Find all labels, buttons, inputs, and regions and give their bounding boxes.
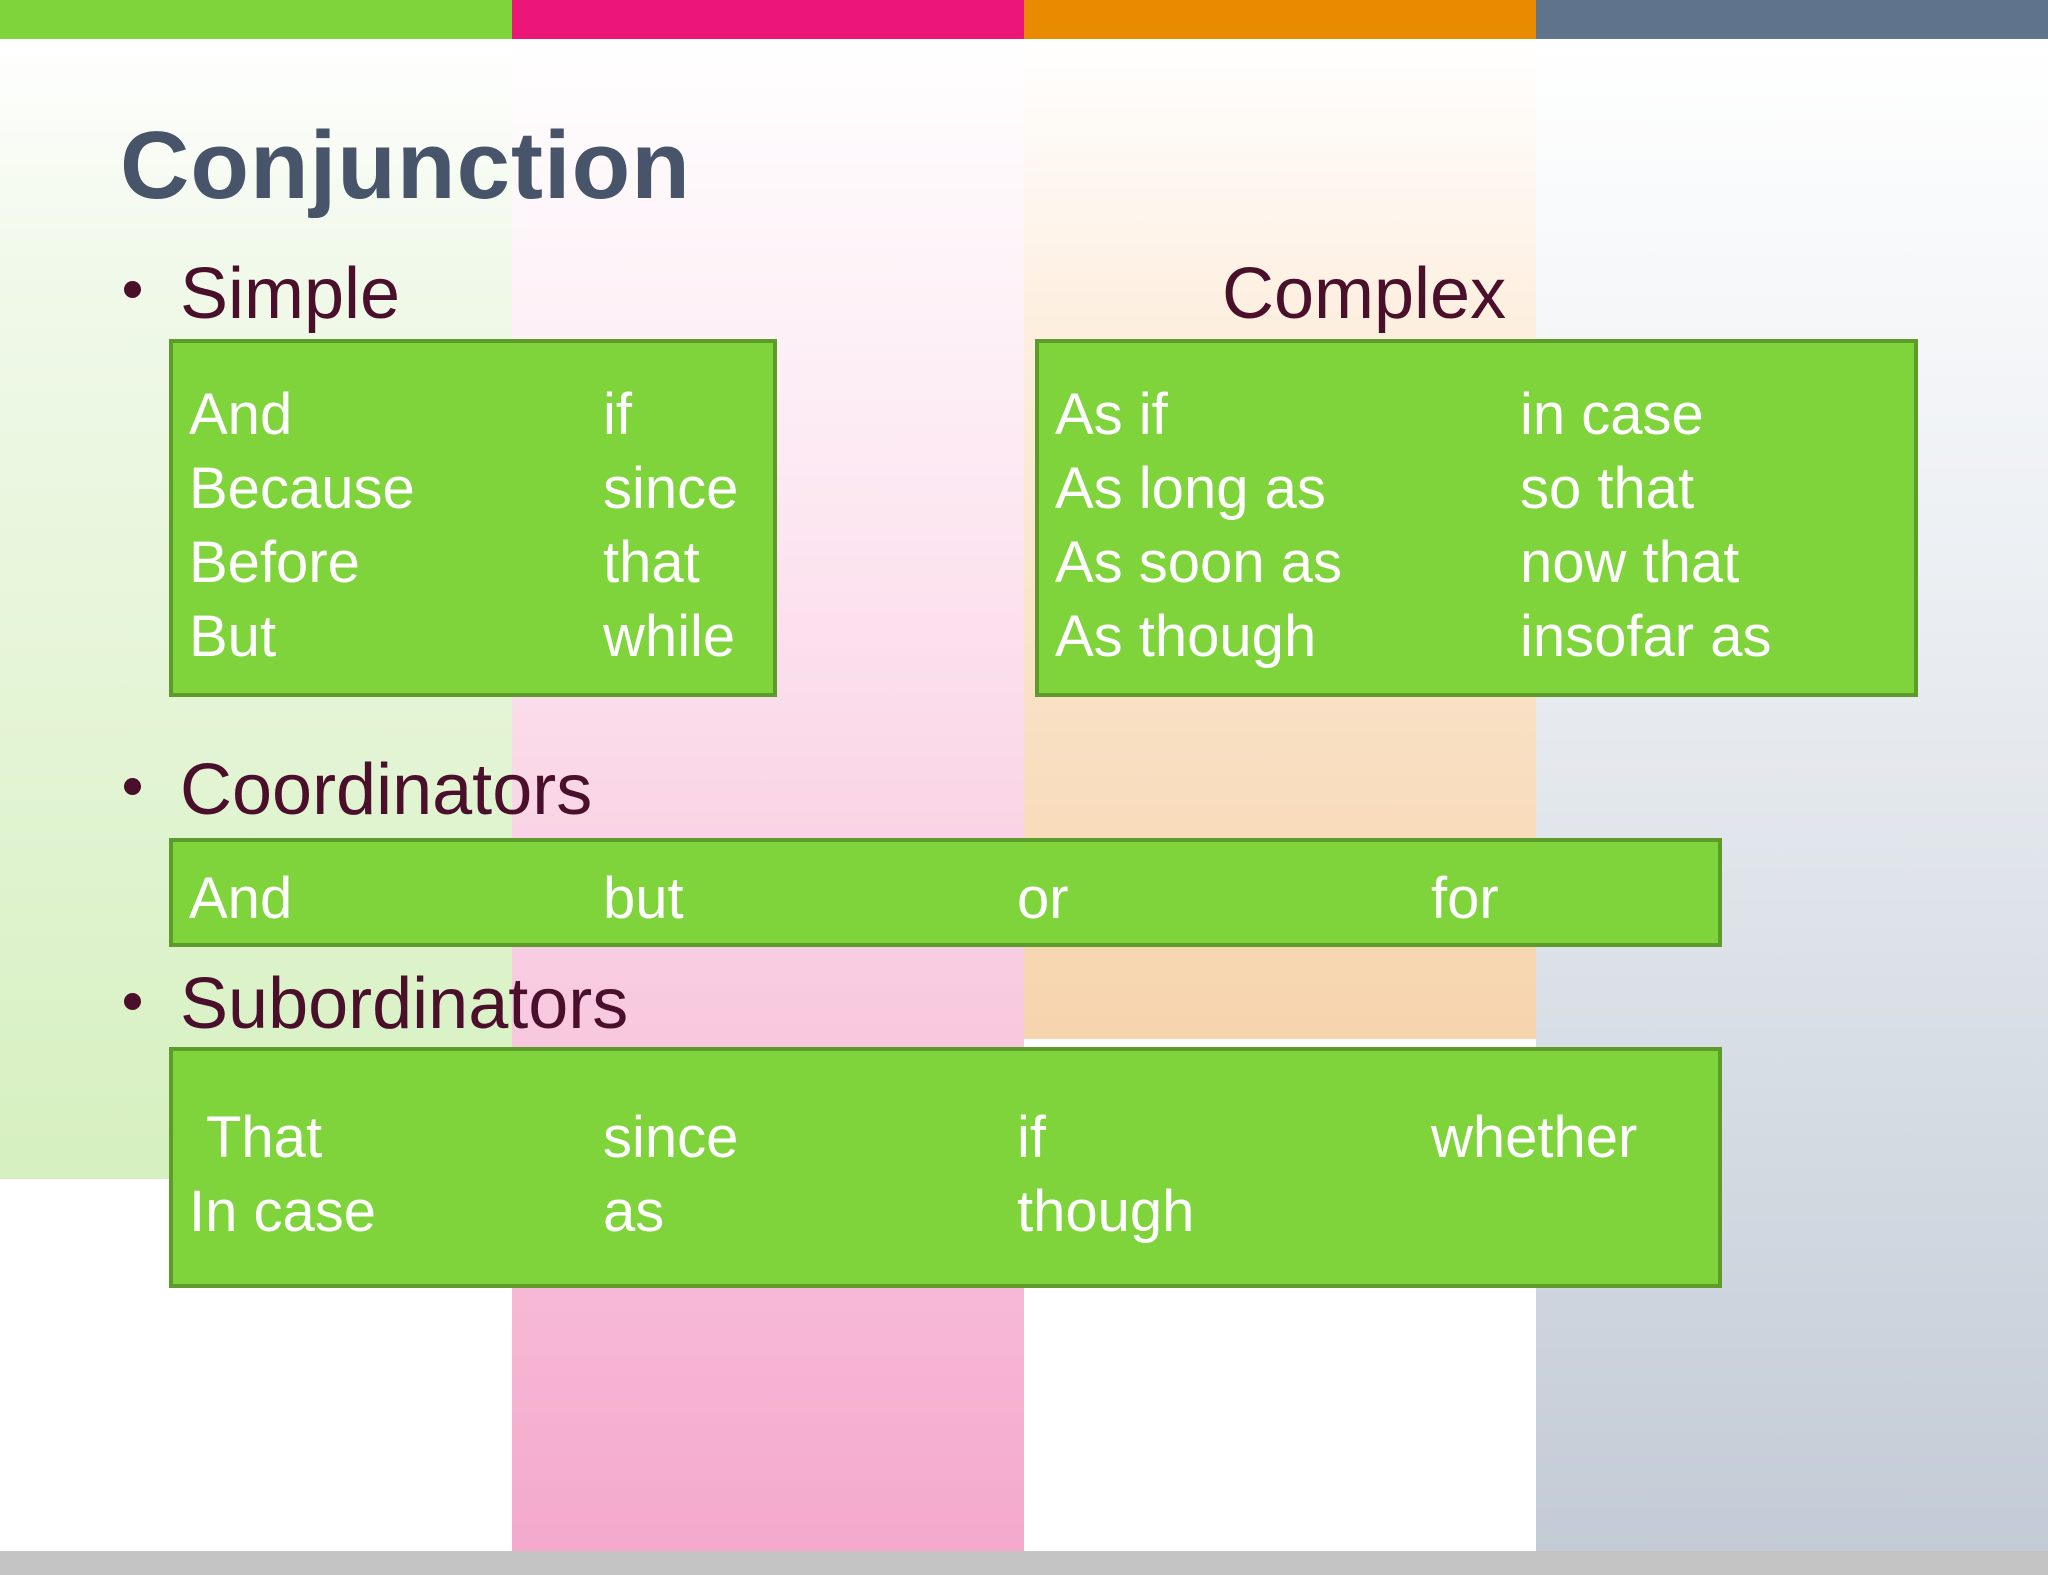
heading-subordinators: Subordinators [180,964,629,1044]
complex-box: As if As long as As soon as As though in… [1035,339,1918,697]
bottom-bar [0,1551,2048,1575]
simple-word: Because [189,456,415,521]
complex-word: As though [1055,604,1317,669]
coordinator-word: but [603,866,684,931]
strip-orange [1024,0,1536,39]
strip-green [0,0,512,39]
complex-word: in case [1520,382,1704,447]
simple-word: if [603,382,632,447]
coordinator-word: for [1431,866,1499,931]
complex-word: insofar as [1520,604,1772,669]
coordinator-word: or [1017,866,1069,931]
subordinator-word: whether [1431,1105,1638,1170]
subordinator-word: though [1017,1179,1195,1244]
simple-word: that [603,530,700,595]
bullet-coordinators [124,778,141,795]
subordinators-box: That since if whether In case as though [169,1047,1722,1288]
heading-simple: Simple [180,254,401,334]
heading-complex: Complex [1222,254,1507,334]
heading-coordinators: Coordinators [180,750,593,830]
coordinators-box: And but or for [169,838,1722,947]
bullet-simple [124,281,141,298]
coordinator-word: And [189,866,293,931]
simple-word: Before [189,530,360,595]
complex-word: As long as [1055,456,1326,521]
simple-word: since [603,456,739,521]
subordinator-word: as [603,1179,665,1244]
simple-word: But [189,604,277,669]
complex-word: As if [1055,382,1168,447]
background-slate-column [1536,39,2048,1551]
subordinator-word: since [603,1105,739,1170]
subordinator-word: That [206,1105,323,1170]
strip-pink [512,0,1024,39]
simple-box: And Because Before But if since that whi… [169,339,777,697]
complex-word: now that [1520,530,1740,595]
top-color-strip [0,0,2048,39]
background-pink-column [512,39,1024,1551]
simple-word: while [603,604,736,669]
simple-word: And [189,382,293,447]
complex-word: so that [1520,456,1695,521]
subordinator-word: In case [189,1179,376,1244]
strip-slate [1536,0,2048,39]
slide-title: Conjunction [120,112,691,219]
bullet-subordinators [124,993,141,1010]
subordinator-word: if [1017,1105,1046,1170]
complex-word: As soon as [1055,530,1342,595]
